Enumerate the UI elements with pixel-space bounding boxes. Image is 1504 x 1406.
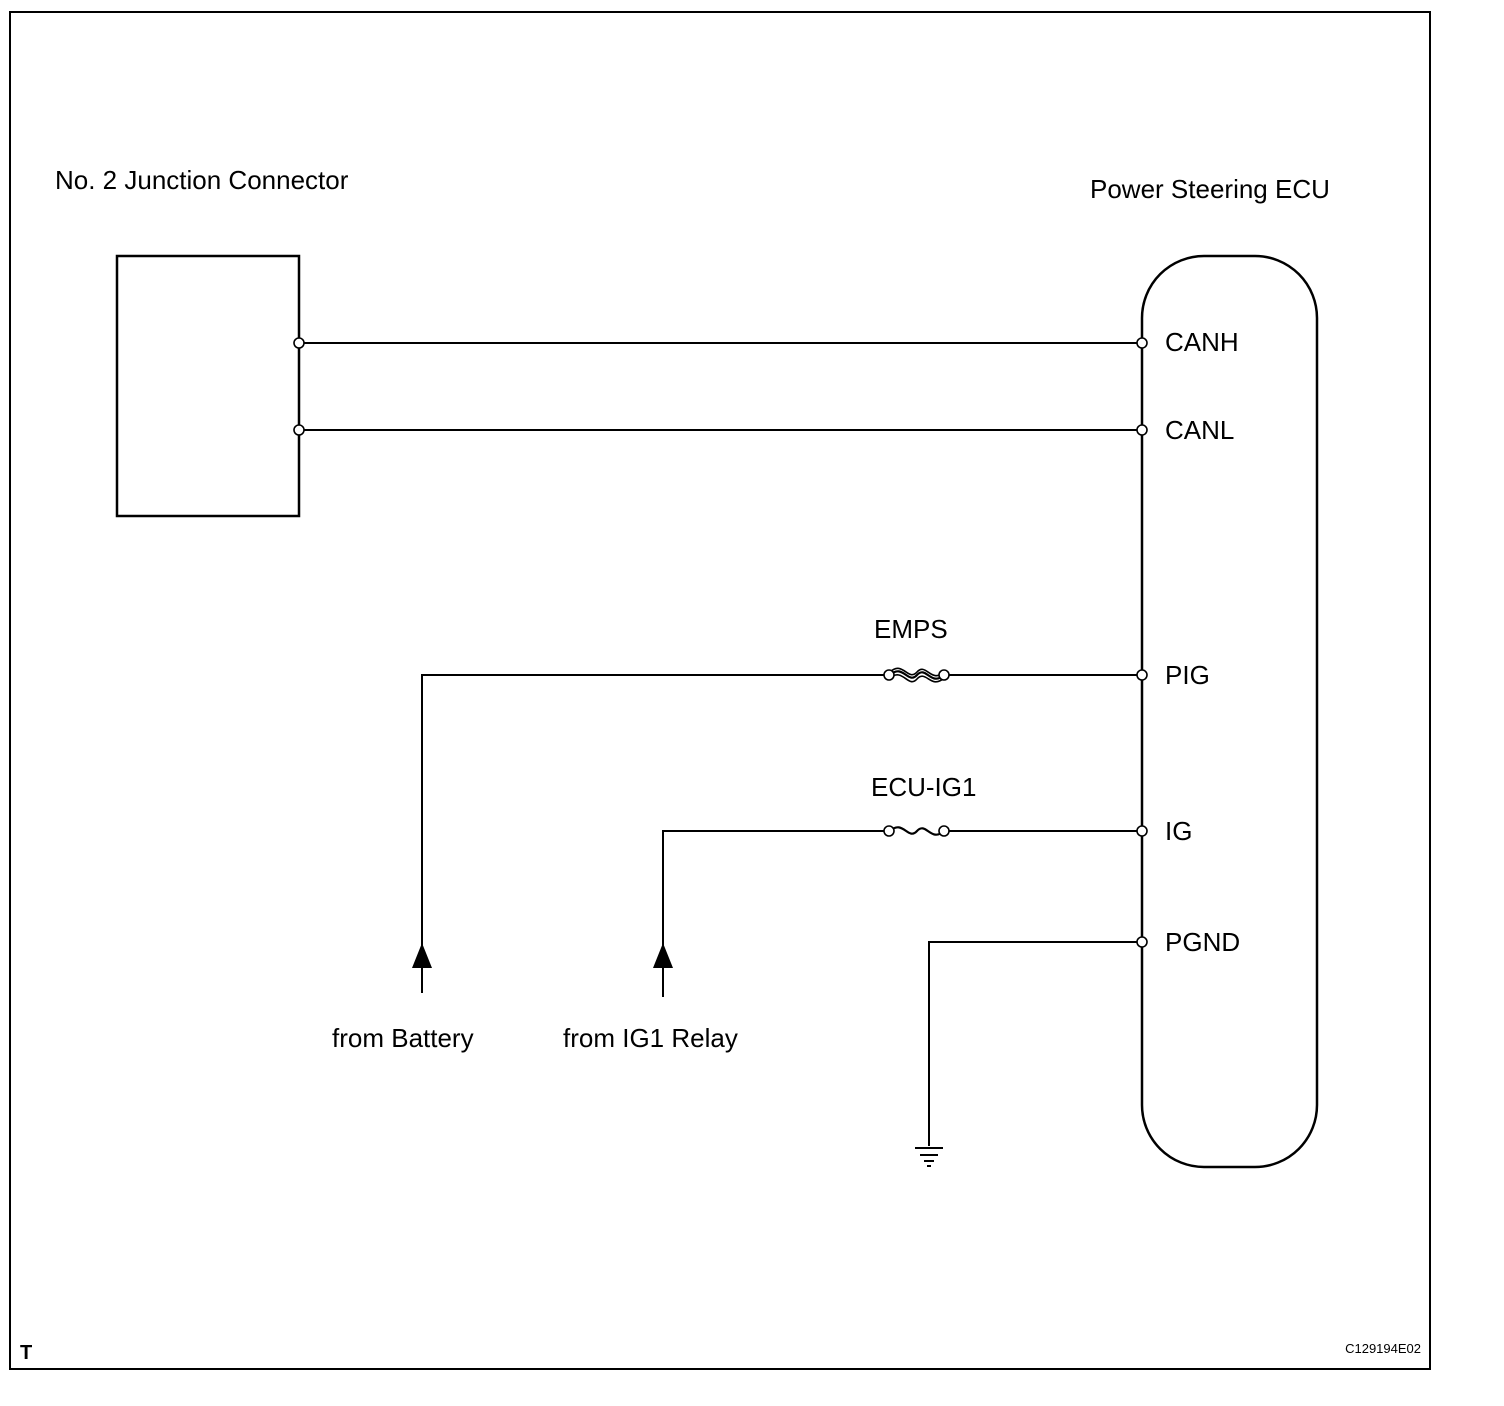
emps-fuse-label: EMPS: [874, 614, 948, 644]
ecu-terminals: [1136, 337, 1148, 948]
power-steering-ecu-body: [1140, 254, 1319, 1169]
battery-arrow-icon: [412, 943, 432, 968]
junction-terminals: [293, 337, 305, 436]
ecu-ig1-fuse-label: ECU-IG1: [871, 772, 976, 802]
pin-label-canh: CANH: [1165, 327, 1239, 357]
junction-connector-box: [115, 254, 301, 518]
junction-connector-title: No. 2 Junction Connector: [55, 165, 349, 195]
pin-label-canl: CANL: [1165, 415, 1234, 445]
from-ig1-relay-label: from IG1 Relay: [563, 1023, 738, 1053]
ecu-ig1-fuse-icon: [889, 826, 945, 836]
emps-fuse-icon: [889, 667, 945, 683]
power-steering-ecu-title: Power Steering ECU: [1090, 174, 1330, 204]
diagram-frame: [9, 11, 1431, 1370]
pin-label-pig: PIG: [1165, 660, 1210, 690]
ig1-relay-feed-wire: [662, 830, 889, 997]
from-battery-label: from Battery: [332, 1023, 474, 1053]
figure-code: C129194E02: [1345, 1341, 1421, 1356]
corner-mark: T: [20, 1342, 32, 1364]
ig1-relay-arrow-icon: [653, 943, 673, 968]
pin-label-pgnd: PGND: [1165, 927, 1240, 957]
battery-feed-wire: [421, 674, 889, 993]
fuse-terminals: [883, 669, 950, 837]
pin-label-ig: IG: [1165, 816, 1192, 846]
pgnd-wire: [928, 941, 1142, 1146]
ground-symbol-icon: [915, 1147, 943, 1167]
